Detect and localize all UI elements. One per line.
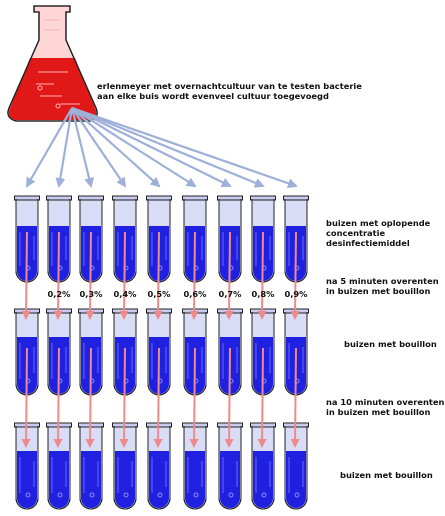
transfer-2-label-line-1: na 10 minuten overenten bbox=[326, 397, 444, 407]
distribution-arrow-6 bbox=[71, 107, 197, 188]
row-3-label: buizen met bouillon bbox=[340, 470, 433, 480]
transfer-arrow-1-col-7 bbox=[224, 231, 234, 320]
transfer-arrow-1-col-9 bbox=[290, 231, 300, 320]
row-2-label: buizen met bouillon bbox=[344, 339, 437, 349]
flask-culture-liquid bbox=[8, 58, 97, 120]
test-tube-row-3-col-1 bbox=[14, 422, 40, 510]
distribution-arrow-7 bbox=[71, 107, 232, 187]
distribution-arrow-9 bbox=[71, 106, 298, 189]
distribution-arrow-3 bbox=[70, 107, 94, 188]
concentration-label-5: 0,5% bbox=[147, 289, 171, 299]
flask-caption-line-2: aan elke buis wordt evenveel cultuur toe… bbox=[97, 91, 329, 101]
distribution-arrow-2 bbox=[55, 107, 74, 188]
transfer-arrow-2-col-8 bbox=[257, 347, 267, 448]
test-tube-row-3-col-4 bbox=[112, 422, 138, 510]
distribution-arrow-1 bbox=[26, 107, 73, 188]
flask-caption-line-1: erlenmeyer met overnachtcultuur van te t… bbox=[97, 81, 362, 91]
transfer-arrow-2-col-7 bbox=[224, 347, 234, 448]
test-tubes bbox=[14, 195, 309, 510]
transfer-arrows bbox=[21, 231, 300, 448]
test-tube-row-3-col-9 bbox=[283, 422, 309, 510]
row-1-label-line-2: concentratie bbox=[326, 228, 385, 238]
row-1-label-line-1: buizen met oplopende bbox=[326, 218, 431, 228]
transfer-arrow-2-col-3 bbox=[85, 347, 95, 448]
test-tube-row-3-col-5 bbox=[146, 422, 172, 510]
concentration-label-2: 0,2% bbox=[47, 289, 71, 299]
test-tube-row-3-col-6 bbox=[182, 422, 208, 510]
concentration-label-7: 0,7% bbox=[218, 289, 242, 299]
transfer-1-label-line-1: na 5 minuten overenten bbox=[326, 276, 439, 286]
distribution-arrow-4 bbox=[71, 107, 127, 188]
transfer-arrow-1-col-4 bbox=[119, 231, 129, 320]
transfer-arrow-1-col-3 bbox=[85, 231, 95, 320]
transfer-1-label-line-2: in buizen met bouillon bbox=[326, 286, 430, 296]
test-tube-row-3-col-8 bbox=[250, 422, 276, 510]
transfer-arrow-2-col-2 bbox=[53, 347, 63, 448]
distribution-arrow-8 bbox=[71, 106, 265, 188]
transfer-arrow-1-col-6 bbox=[189, 231, 199, 320]
erlenmeyer-flask bbox=[7, 5, 98, 122]
concentration-label-3: 0,3% bbox=[79, 289, 103, 299]
distribution-arrows bbox=[26, 106, 298, 189]
concentration-label-9: 0,9% bbox=[284, 289, 308, 299]
transfer-arrow-2-col-9 bbox=[290, 347, 300, 448]
concentration-labels: 0,2% 0,3% 0,4% 0,5% 0,6% 0,7% 0,8% 0,9% bbox=[47, 289, 308, 299]
transfer-arrow-2-col-1 bbox=[21, 347, 31, 448]
transfer-arrow-1-col-1 bbox=[21, 231, 31, 320]
transfer-arrow-2-col-5 bbox=[153, 347, 163, 448]
row-1-label-line-3: desinfectiemiddel bbox=[326, 238, 410, 248]
test-tube-row-3-col-2 bbox=[46, 422, 72, 510]
transfer-arrow-2-col-6 bbox=[189, 347, 199, 448]
transfer-arrow-1-col-2 bbox=[53, 231, 63, 320]
transfer-arrow-2-col-4 bbox=[119, 347, 129, 448]
transfer-arrow-1-col-8 bbox=[257, 231, 267, 320]
concentration-label-6: 0,6% bbox=[183, 289, 207, 299]
transfer-2-label-line-2: in buizen met bouillon bbox=[326, 407, 430, 417]
concentration-label-8: 0,8% bbox=[251, 289, 275, 299]
test-tube-row-3-col-3 bbox=[78, 422, 104, 510]
distribution-arrow-5 bbox=[71, 107, 161, 188]
transfer-arrow-1-col-5 bbox=[153, 231, 163, 320]
concentration-label-4: 0,4% bbox=[113, 289, 137, 299]
